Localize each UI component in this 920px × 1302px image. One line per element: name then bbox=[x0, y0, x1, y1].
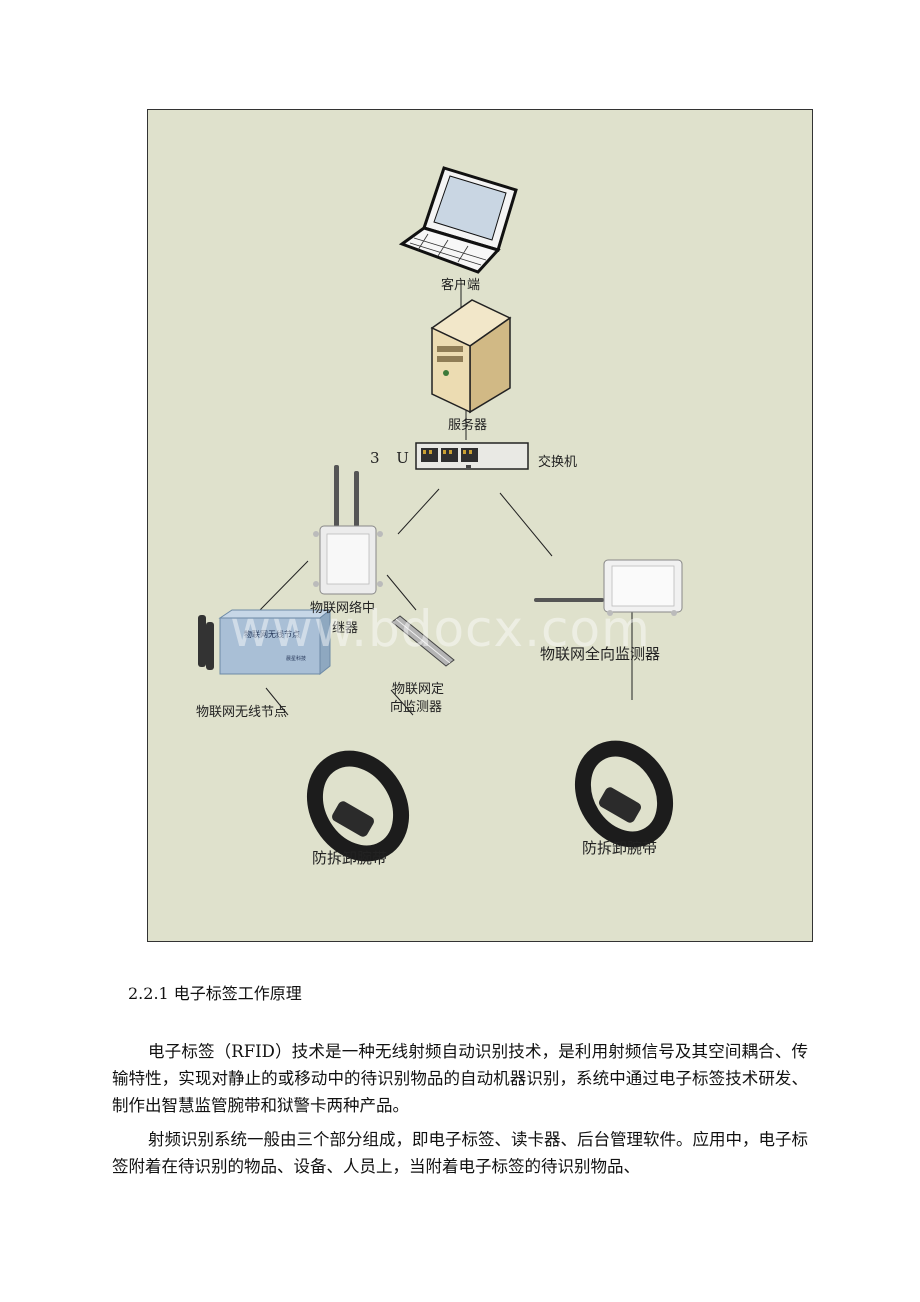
server-icon bbox=[430, 299, 512, 414]
directional-label-2: 向监测器 bbox=[390, 700, 443, 715]
paragraph-1: 电子标签（RFID）技术是一种无线射频自动识别技术，是利用射频信号及其空间耦合、… bbox=[112, 1042, 808, 1115]
diagram-canvas: 物联网无线节点 晨星科技 bbox=[198, 166, 683, 862]
wireless-node-icon: 物联网无线节点 晨星科技 bbox=[198, 608, 332, 676]
directional-monitor-icon bbox=[391, 615, 455, 667]
wristband-right-icon bbox=[574, 740, 674, 848]
omni-monitor-icon bbox=[534, 559, 683, 616]
repeater-icon bbox=[313, 465, 383, 595]
node-device-sub: 晨星科技 bbox=[286, 655, 306, 662]
wristband-left-icon bbox=[306, 750, 410, 862]
wristband-left-label: 防拆卸腕带 bbox=[312, 849, 388, 867]
wristband-right-label: 防拆卸腕带 bbox=[582, 839, 658, 857]
omni-monitor-label: 物联网全向监测器 bbox=[540, 645, 661, 663]
directional-label-1: 物联网定 bbox=[392, 682, 445, 697]
laptop-icon bbox=[398, 166, 518, 274]
client-label: 客户端 bbox=[441, 278, 481, 293]
repeater-label-2: 继器 bbox=[332, 621, 359, 636]
switch-icon bbox=[415, 442, 529, 470]
section-heading: 2.2.1 电子标签工作原理 bbox=[128, 984, 302, 1003]
paragraph-2: 射频识别系统一般由三个部分组成，即电子标签、读卡器、后台管理软件。应用中，电子标… bbox=[112, 1130, 808, 1176]
switch-label: 交换机 bbox=[538, 455, 578, 470]
server-label: 服务器 bbox=[448, 418, 488, 433]
connection-lines bbox=[259, 280, 633, 716]
switch-u-label: 3 U bbox=[370, 449, 415, 467]
wireless-node-label: 物联网无线节点 bbox=[196, 705, 288, 720]
node-device-title: 物联网无线节点 bbox=[244, 629, 300, 639]
repeater-label-1: 物联网络中 bbox=[310, 601, 376, 616]
network-diagram: 物联网无线节点 晨星科技 客户端 服务器 3 U 交换机 物联网络中 继器 bbox=[147, 109, 813, 942]
